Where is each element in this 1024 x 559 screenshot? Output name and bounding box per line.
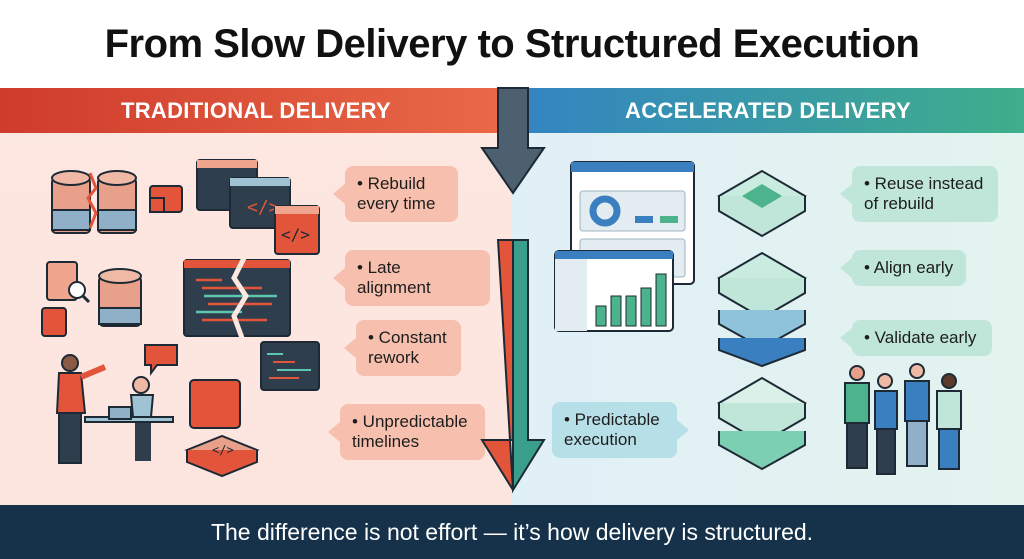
callout-rebuild-every-time: • Rebuild every time [333,166,458,222]
broken-code-window-icon [183,256,291,339]
code-window-icon: </> </> [196,159,320,255]
broken-block-icon: </> [184,379,260,478]
folder-icon [149,185,183,213]
database-icon [98,268,142,327]
svg-text:</>: </> [212,443,234,457]
down-arrow-icon [480,87,546,195]
code-window-icon [260,341,320,391]
broken-database-icon [51,170,137,234]
svg-text:</>: </> [281,225,310,244]
document-search-icon [46,261,91,304]
callout-validate-early: • Validate early [840,320,992,356]
traditional-panel: TRADITIONAL DELIVERY </> </> [0,88,512,505]
stacked-module-icon [717,251,807,368]
callout-constant-rework: • Constant rework [344,320,461,376]
traditional-heading: TRADITIONAL DELIVERY [0,88,512,133]
callout-late-alignment: • Late alignment [333,250,490,306]
file-icon [41,307,67,337]
callout-unpredictable-timelines: • Unpredictable timelines [328,404,485,460]
callout-reuse-instead-of-rebuild: • Reuse instead of rebuild [840,166,998,222]
bar-chart-window-icon [554,250,674,332]
page-title: From Slow Delivery to Structured Executi… [104,22,920,66]
stacked-module-icon [717,169,807,238]
accelerated-panel: ACCELERATED DELIVERY [512,88,1024,505]
people-arguing-icon [55,354,174,464]
accelerated-heading: ACCELERATED DELIVERY [512,88,1024,133]
svg-text:</>: </> [247,197,280,218]
chat-bubble-icon [144,344,178,376]
footer-tagline: The difference is not effort — it’s how … [0,505,1024,559]
callout-align-early: • Align early [840,250,966,286]
down-arrow-icon [480,239,546,494]
team-icon [844,363,962,475]
stacked-module-icon [717,376,807,471]
callout-predictable-execution: • Predictable execution [552,402,689,458]
